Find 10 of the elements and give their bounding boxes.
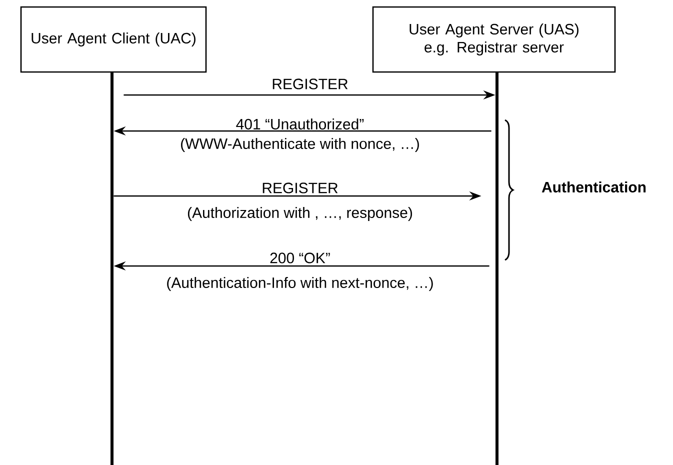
group-label: Authentication	[542, 181, 646, 192]
actor-box: User Agent Client (UAC)	[20, 6, 207, 73]
message-label: REGISTER	[272, 78, 348, 90]
message-label: REGISTER	[262, 182, 338, 194]
message-detail: (Authorization with , …, response)	[188, 207, 412, 221]
message-detail: (WWW-Authenticate with nonce, …)	[181, 138, 419, 152]
message-detail: (Authentication-Info with next-nonce, …)	[167, 277, 433, 291]
actor-box: User Agent Server (UAS) e.g. Registrar server	[372, 6, 616, 73]
message-label: 200 “OK”	[270, 252, 330, 264]
message-label: 401 “Unauthorized”	[236, 118, 364, 130]
